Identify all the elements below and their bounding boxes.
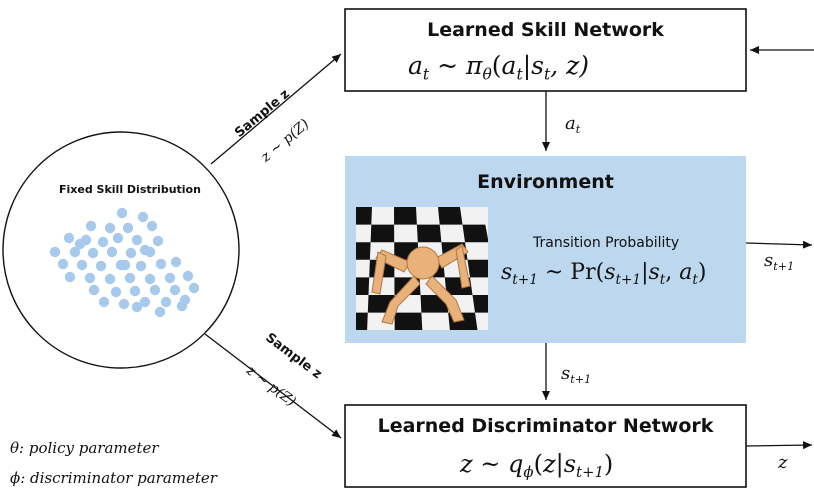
action-label: at: [565, 113, 581, 136]
quadruped-robot-icon: [371, 243, 471, 325]
skill-sample-dot: [106, 246, 118, 258]
skill-distribution-title: Fixed Skill Distribution: [59, 183, 201, 196]
checker-tile: [370, 224, 395, 243]
checker-tile: [472, 295, 488, 313]
skill-network-box: [344, 8, 747, 92]
skill-sample-dot: [112, 232, 124, 244]
skill-sample-dot: [49, 246, 61, 258]
checker-tile: [416, 224, 442, 243]
arrow-distribution-to-skill-network: [210, 53, 342, 165]
skill-sample-dot: [149, 284, 161, 296]
checker-tile: [356, 312, 368, 330]
skill-sample-dot: [85, 220, 97, 232]
skill-sample-dot: [125, 247, 137, 259]
skill-sample-dot: [164, 272, 176, 284]
skill-sample-dot: [131, 234, 143, 246]
skill-sample-dot: [64, 271, 76, 283]
skill-sample-dot: [119, 259, 131, 271]
skill-sample-dot: [137, 211, 149, 223]
skill-sample-dot: [146, 220, 158, 232]
skill-sample-dot: [97, 236, 109, 248]
checker-tile: [394, 312, 423, 330]
skill-sample-dot: [57, 258, 69, 270]
skill-sample-dot: [84, 272, 96, 284]
discriminator-title: Learned Discriminator Network: [377, 415, 714, 437]
skill-sample-dot: [170, 256, 182, 268]
arrow-distribution-to-discriminator: [204, 333, 342, 439]
skill-sample-dot: [87, 247, 99, 259]
discriminator-box: [344, 404, 747, 488]
skill-sample-dot: [144, 273, 156, 285]
skill-sample-dot: [118, 298, 130, 310]
next-state-label-mid: st+1: [561, 363, 592, 386]
skill-sample-dot: [98, 296, 110, 308]
checker-tile: [356, 207, 372, 225]
checker-tile: [356, 277, 370, 295]
z-output-label: z: [778, 452, 788, 473]
skill-sample-dot: [152, 235, 164, 247]
skill-sample-dot: [131, 301, 143, 313]
skill-sample-dot: [124, 272, 136, 284]
skill-sample-dot: [129, 285, 141, 297]
skill-sample-dot: [76, 259, 88, 271]
skill-sample-dot: [69, 246, 81, 258]
checker-tile: [356, 242, 371, 260]
skill-sample-dot: [176, 300, 188, 312]
skill-sample-dot: [139, 244, 151, 256]
skill-sample-dots: [49, 207, 200, 318]
skill-sample-dot: [63, 232, 75, 244]
skill-sample-dot: [139, 296, 151, 308]
skill-sample-dot: [104, 273, 116, 285]
transition-probability-label: Transition Probability: [533, 235, 680, 251]
skill-sample-dot: [104, 222, 116, 234]
skill-sample-dot: [169, 284, 181, 296]
legend-theta: θ: policy parameter: [10, 439, 159, 457]
environment-title: Environment: [477, 171, 614, 193]
skill-sample-dot: [74, 238, 86, 250]
checker-tile: [438, 207, 463, 225]
skill-network-title: Learned Skill Network: [427, 19, 664, 41]
skill-sample-dot: [182, 270, 194, 282]
robot-simulation-image: [356, 207, 488, 330]
transition-equation: st+1 ~ Pr(st+1|st, at): [501, 260, 707, 288]
skill-sample-dot: [110, 286, 122, 298]
skill-sample-dot: [88, 284, 100, 296]
skill-sample-dot: [154, 306, 166, 318]
skill-sample-dot: [188, 282, 200, 294]
next-state-label-right: st+1: [764, 250, 795, 273]
skill-sample-dot: [95, 260, 107, 272]
policy-equation: at ~ πθ(at|st, z): [408, 51, 590, 84]
legend-phi: ϕ: discriminator parameter: [10, 469, 217, 487]
skill-sample-dot: [122, 222, 134, 234]
skill-sample-dot: [135, 260, 147, 272]
skill-distribution-circle: [2, 131, 240, 369]
arrow-state-out: [745, 240, 813, 249]
checker-tile: [462, 224, 488, 243]
checker-tile: [467, 259, 488, 278]
skill-sample-dot: [155, 258, 167, 270]
checker-tile: [394, 207, 417, 225]
discriminator-equation: z ~ qϕ(z|st+1): [460, 450, 614, 482]
skill-sample-dot: [160, 296, 172, 308]
arrow-z-out: [745, 441, 813, 450]
skill-sample-dot: [116, 207, 128, 219]
